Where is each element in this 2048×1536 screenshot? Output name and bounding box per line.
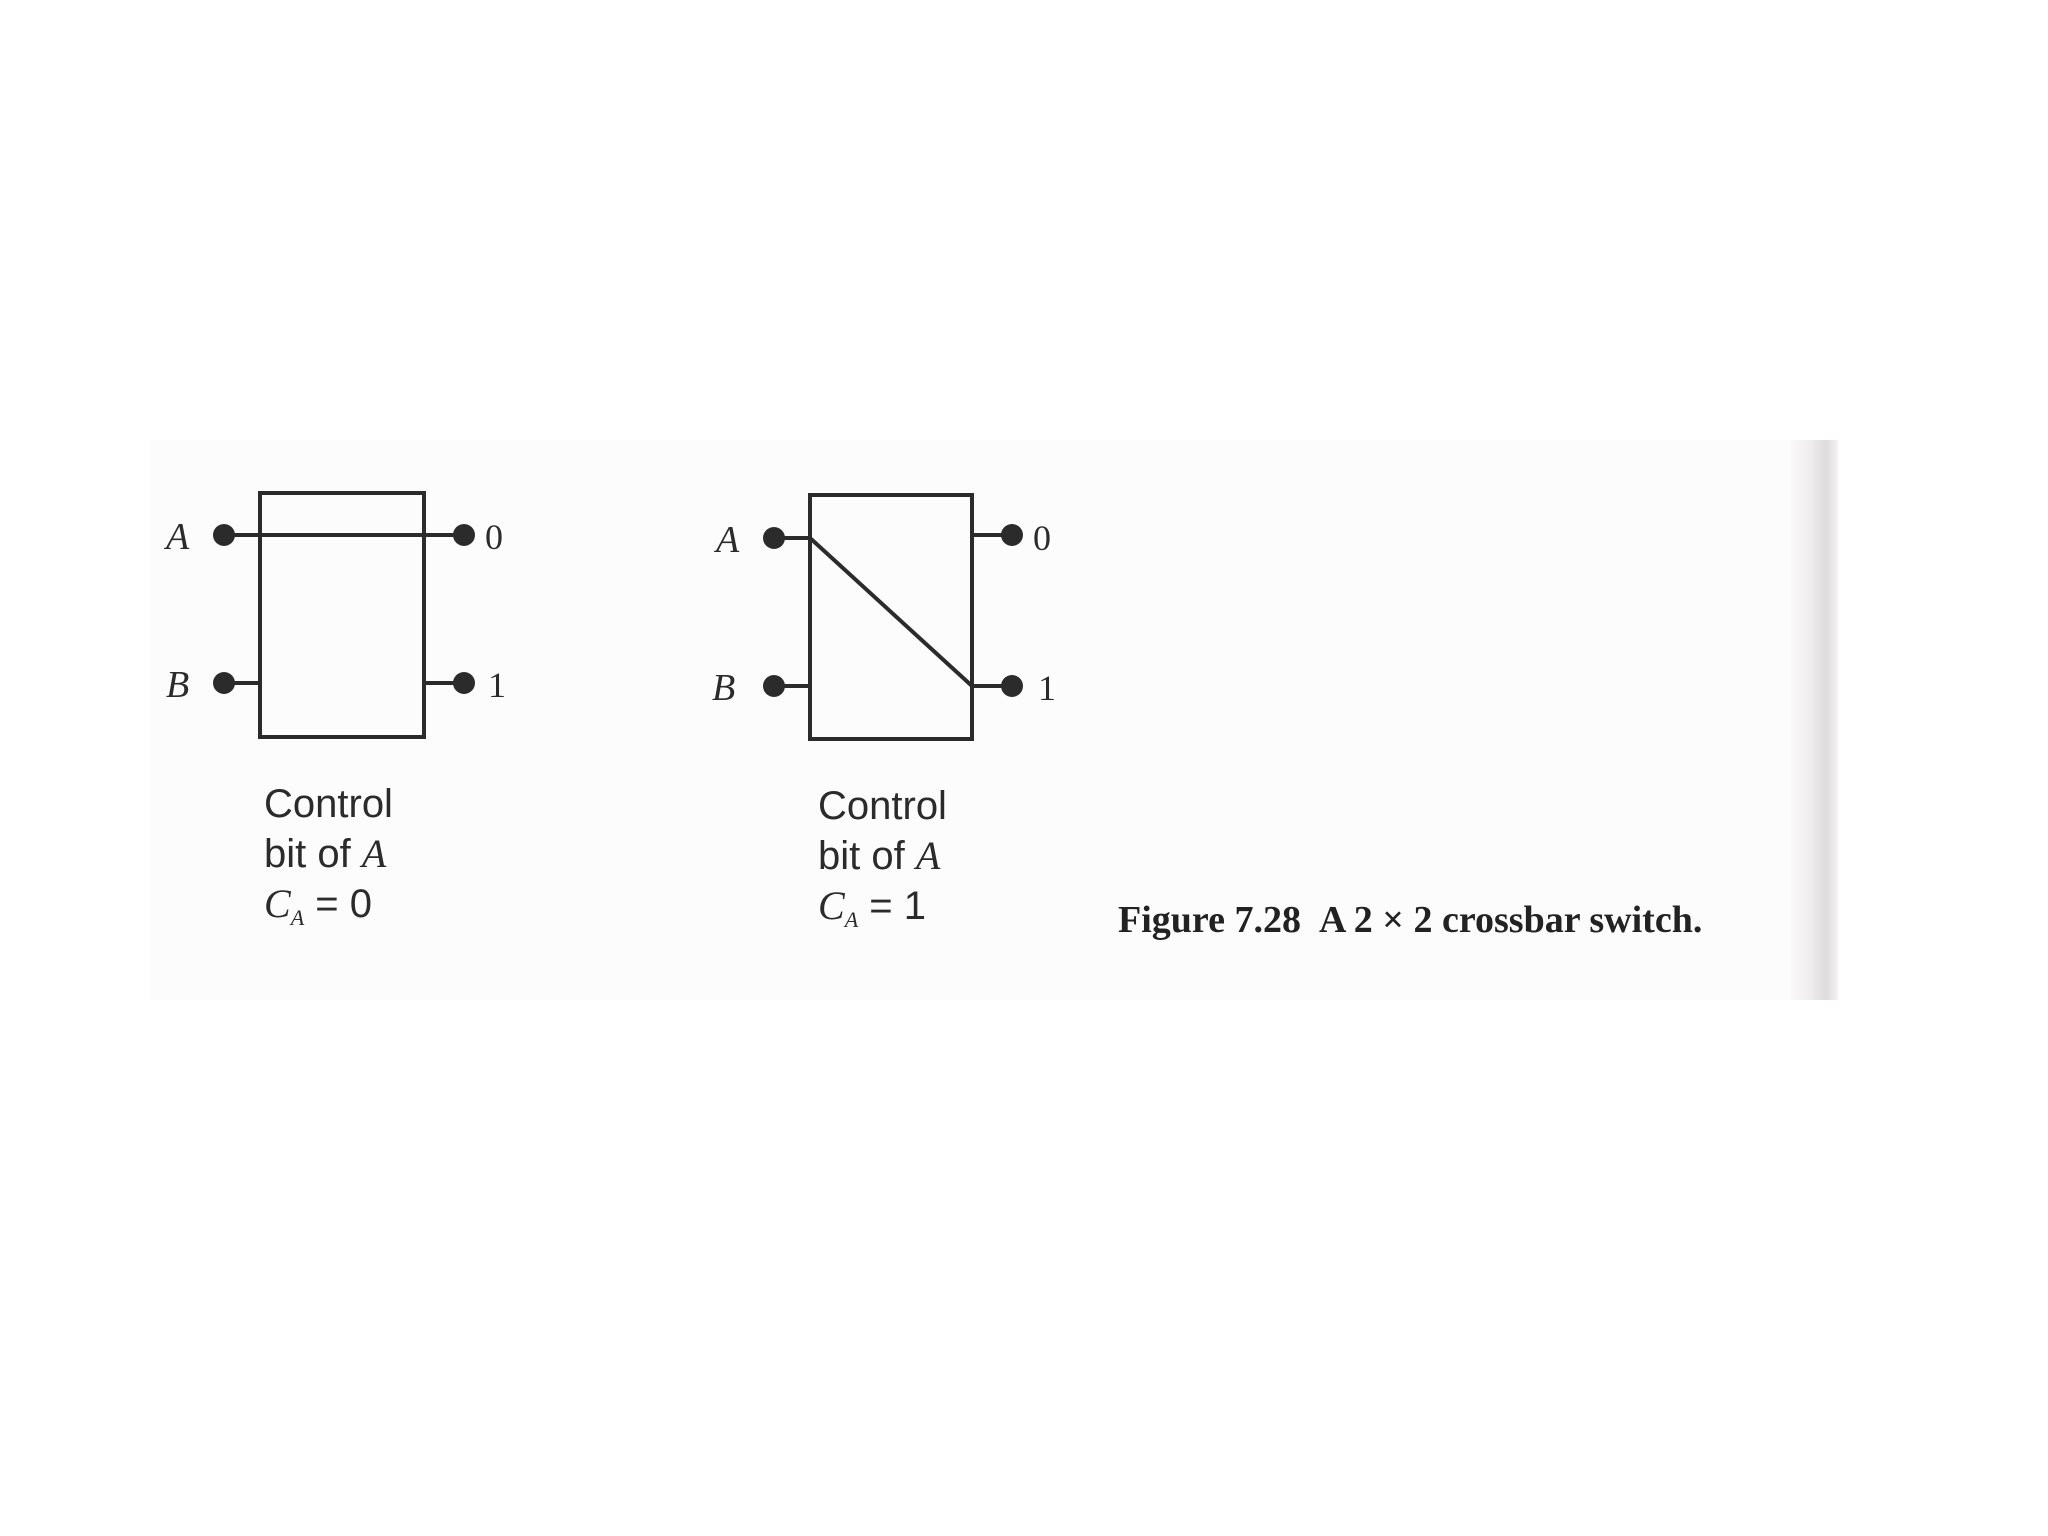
output-1-terminal xyxy=(1001,675,1023,697)
caption-bit-text: bit of xyxy=(264,832,362,876)
caption-c-base: C xyxy=(264,881,291,926)
switch-cross: A B 0 1 xyxy=(712,493,1056,741)
caption-c-value: = 1 xyxy=(858,884,926,928)
input-b-label: B xyxy=(166,664,189,706)
figure-number: Figure 7.28 xyxy=(1118,899,1301,941)
switch-box xyxy=(808,493,974,741)
page-edge-shadow xyxy=(1790,440,1838,1000)
switch-straight-caption: Control bit of A CA = 0 xyxy=(264,780,393,942)
switch-box xyxy=(258,491,426,739)
output-0-terminal xyxy=(1001,524,1023,546)
input-b-terminal xyxy=(213,672,235,694)
caption-line-bit-of: bit of A xyxy=(264,829,393,879)
internal-connection xyxy=(808,536,974,688)
caption-line-bit-of: bit of A xyxy=(818,831,947,881)
caption-line-control: Control xyxy=(818,784,947,828)
output-1-label: 1 xyxy=(1038,668,1056,708)
output-0-label: 0 xyxy=(1033,518,1051,558)
input-a-terminal xyxy=(763,527,785,549)
input-a-terminal xyxy=(213,524,235,546)
switch-cross-caption: Control bit of A CA = 1 xyxy=(818,782,947,944)
caption-c-value: = 0 xyxy=(304,882,372,926)
caption-c-sub: A xyxy=(290,905,305,930)
output-0-label: 0 xyxy=(485,517,503,557)
caption-line-control-value: CA = 1 xyxy=(818,881,947,944)
output-0-terminal xyxy=(453,524,475,546)
output-1-terminal xyxy=(453,672,475,694)
input-a-label: A xyxy=(713,519,740,561)
input-a-label: A xyxy=(163,516,190,558)
caption-line-control: Control xyxy=(264,782,393,826)
caption-line-control-value: CA = 0 xyxy=(264,879,393,942)
figure-caption: Figure 7.28 A 2 × 2 crossbar switch. xyxy=(1118,898,1702,942)
output-1-label: 1 xyxy=(488,665,506,705)
caption-bit-var: A xyxy=(915,833,941,878)
input-b-label: B xyxy=(712,667,735,709)
caption-c-sub: A xyxy=(844,907,859,932)
caption-bit-var: A xyxy=(361,831,387,876)
caption-bit-text: bit of xyxy=(818,834,916,878)
caption-c-base: C xyxy=(818,883,845,928)
figure-title: A 2 × 2 crossbar switch. xyxy=(1318,899,1703,941)
input-b-terminal xyxy=(763,675,785,697)
switch-straight: A B 0 1 xyxy=(163,491,506,739)
